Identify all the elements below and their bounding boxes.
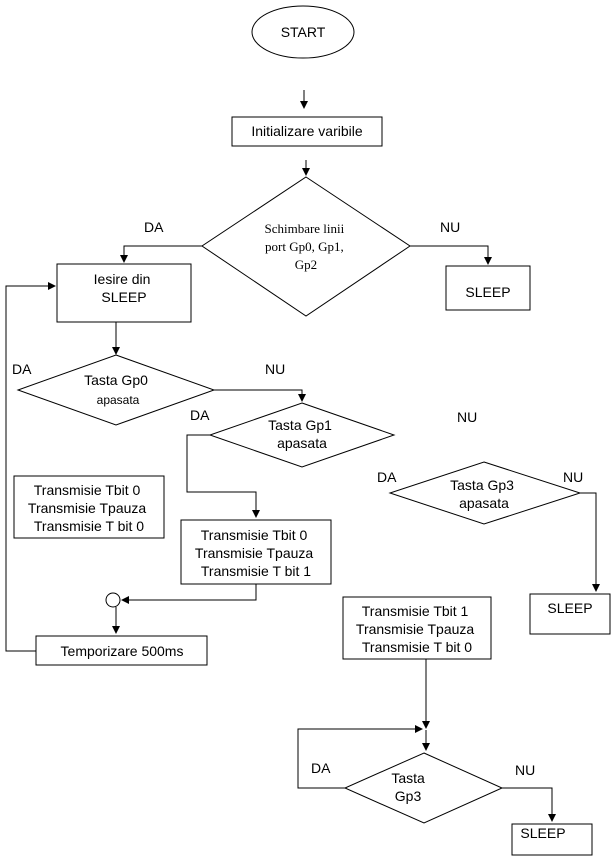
label-nu-gp1: NU bbox=[457, 409, 477, 425]
cond-gp3-bottom-diamond bbox=[343, 752, 504, 824]
delay-label: Temporizare 500ms bbox=[61, 643, 184, 659]
start-label: START bbox=[281, 24, 326, 40]
cond-gp1-label: Tasta Gp1 apasata bbox=[268, 417, 336, 451]
label-da-change: DA bbox=[144, 219, 164, 235]
cond-gp3-diamond bbox=[388, 461, 582, 525]
sleep-right-label: SLEEP bbox=[547, 600, 592, 616]
cond-change-label: Schimbare linii port Gp0, Gp1, Gp2 bbox=[264, 221, 347, 272]
edge-gp0-nu bbox=[214, 389, 306, 402]
cond-gp1-diamond bbox=[208, 402, 396, 468]
cond-change-diamond bbox=[201, 176, 411, 317]
tx-right-box bbox=[342, 596, 492, 660]
label-nu-gp0: NU bbox=[265, 361, 285, 377]
wake-label: Iesire din SLEEP bbox=[94, 271, 155, 305]
edge-txmid-junction bbox=[121, 584, 257, 604]
label-da-gp3-bottom: DA bbox=[311, 760, 331, 776]
edge-gp3bottom-nu bbox=[502, 787, 556, 822]
init-label: Initializare varibile bbox=[251, 123, 362, 139]
label-da-gp0: DA bbox=[12, 361, 32, 377]
cond-gp0-label-1: Tasta Gp0 bbox=[84, 372, 148, 388]
init-box bbox=[231, 116, 383, 147]
label-nu-gp3-bottom: NU bbox=[515, 762, 535, 778]
sleep-right-box bbox=[529, 593, 611, 635]
cond-gp0-label-2: apasata bbox=[97, 393, 140, 407]
tx-right-label: Transmisie Tbit 1 Transmisie Tpauza Tran… bbox=[356, 603, 478, 655]
cond-gp3-label: Tasta Gp3 apasata bbox=[450, 477, 518, 511]
tx-left-label: Transmisie Tbit 0 Transmisie Tpauza Tran… bbox=[28, 482, 150, 534]
edge-gp3bottom-da bbox=[297, 725, 423, 789]
tx-mid-label: Transmisie Tbit 0 Transmisie Tpauza Tran… bbox=[195, 527, 317, 579]
start-node bbox=[251, 5, 355, 59]
sleep-top-box bbox=[445, 265, 531, 311]
delay-box bbox=[35, 635, 208, 666]
tx-left-box bbox=[13, 475, 165, 539]
edge-gp1-da bbox=[186, 434, 260, 518]
label-nu-change: NU bbox=[440, 219, 460, 235]
cond-gp3-bottom-label: Tasta Gp3 bbox=[391, 770, 428, 804]
sleep-bottom-box bbox=[511, 823, 593, 856]
cond-gp0-diamond bbox=[16, 354, 216, 426]
label-da-gp3: DA bbox=[377, 469, 397, 485]
edge-loop-back bbox=[5, 282, 56, 652]
sleep-top-label: SLEEP bbox=[465, 284, 510, 300]
edge-change-da bbox=[120, 245, 202, 263]
label-da-gp1: DA bbox=[190, 407, 210, 423]
sleep-bottom-label: SLEEP bbox=[520, 825, 565, 841]
junction-connector bbox=[105, 592, 121, 608]
label-nu-gp3: NU bbox=[563, 469, 583, 485]
edge-change-nu bbox=[410, 245, 492, 265]
wake-box bbox=[56, 263, 192, 323]
edge-gp3-nu bbox=[580, 492, 600, 592]
